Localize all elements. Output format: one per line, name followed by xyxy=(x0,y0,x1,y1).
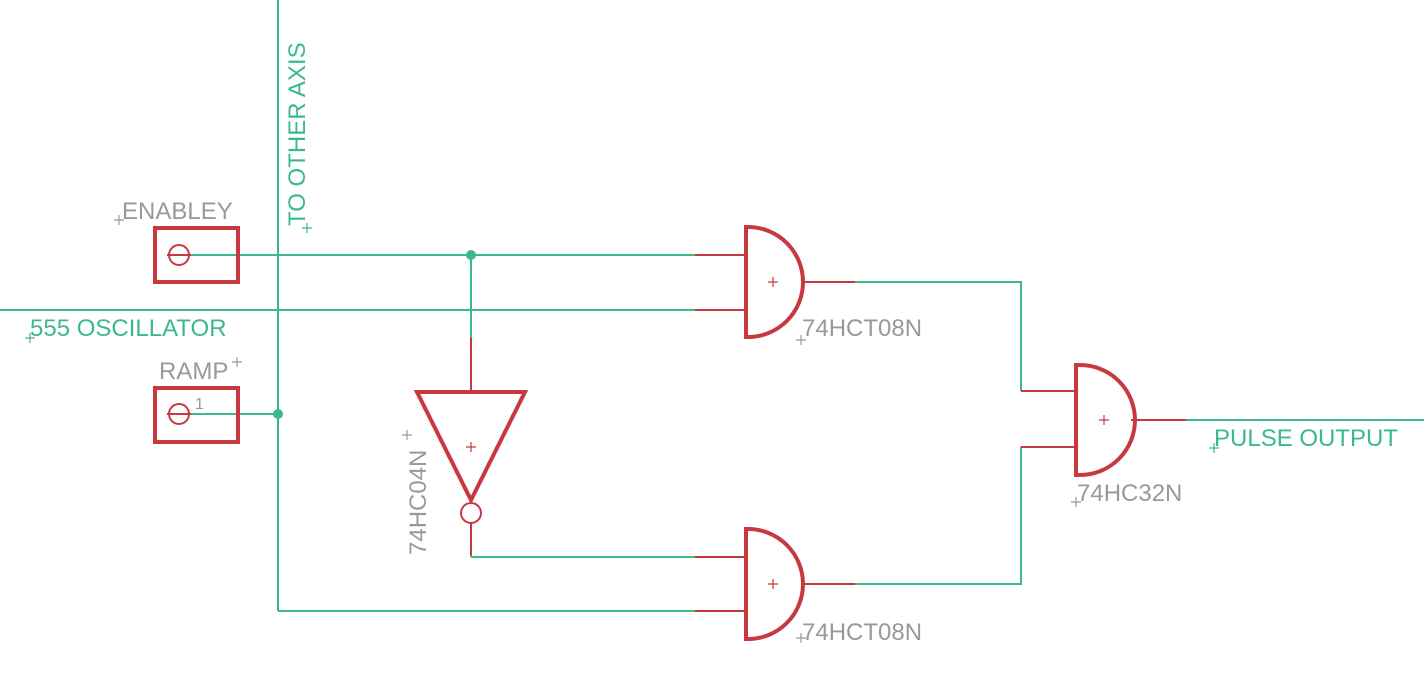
and-gate-bottom[interactable]: 74HCT08N xyxy=(695,527,922,646)
inverter-bubble xyxy=(460,502,482,524)
inverter-gate[interactable]: 74HC04N xyxy=(402,338,529,555)
and-bottom-origin xyxy=(768,579,778,589)
and-top-origin xyxy=(768,277,778,287)
and-top-body xyxy=(744,225,805,339)
or-gate-output[interactable]: 74HC32N xyxy=(1021,363,1186,507)
inverter-value-origin xyxy=(402,430,412,440)
connector-enable-origin xyxy=(114,215,124,225)
label-555-oscillator: 555 OSCILLATOR xyxy=(30,315,227,342)
and-bottom-value: 74HCT08N xyxy=(802,619,922,646)
and-gate-top[interactable]: 74HCT08N xyxy=(695,225,922,345)
net-labels: TO OTHER AXIS 555 OSCILLATOR PULSE OUTPU… xyxy=(25,42,1398,453)
connector-enable-body xyxy=(153,226,240,284)
inverter-origin xyxy=(466,442,476,452)
connector-ramp[interactable]: 1 RAMP xyxy=(153,357,242,444)
connector-ramp-body xyxy=(153,386,240,444)
inverter-value: 74HC04N xyxy=(405,450,432,555)
junction-enable xyxy=(466,250,476,260)
and-bottom-value-origin xyxy=(796,633,806,643)
junction-ramp xyxy=(273,409,283,419)
or-value-origin xyxy=(1071,497,1081,507)
inverter-body xyxy=(413,390,529,505)
label-pulse-output-origin xyxy=(1209,443,1219,453)
and-bottom-body xyxy=(744,527,805,641)
connector-ramp-name: RAMP xyxy=(159,358,228,385)
and-top-value-origin xyxy=(796,335,806,345)
or-origin xyxy=(1099,415,1109,425)
connector-ramp-origin xyxy=(232,357,242,367)
net-wires xyxy=(0,0,1424,612)
label-to-other-axis: TO OTHER AXIS xyxy=(284,42,311,226)
or-value: 74HC32N xyxy=(1077,480,1182,507)
and-top-value: 74HCT08N xyxy=(802,315,922,342)
wire-and-bottom-out[interactable] xyxy=(855,447,1022,585)
wire-and-top-out[interactable] xyxy=(855,281,1022,391)
label-555-oscillator-origin xyxy=(25,333,35,343)
label-pulse-output: PULSE OUTPUT xyxy=(1214,425,1398,452)
connector-ramp-pin-number: 1 xyxy=(195,396,204,413)
label-to-other-axis-origin xyxy=(302,223,312,233)
connector-enable-name: ENABLEY xyxy=(122,198,233,225)
or-body xyxy=(1074,363,1137,477)
connector-enable[interactable]: ENABLEY xyxy=(114,198,240,284)
